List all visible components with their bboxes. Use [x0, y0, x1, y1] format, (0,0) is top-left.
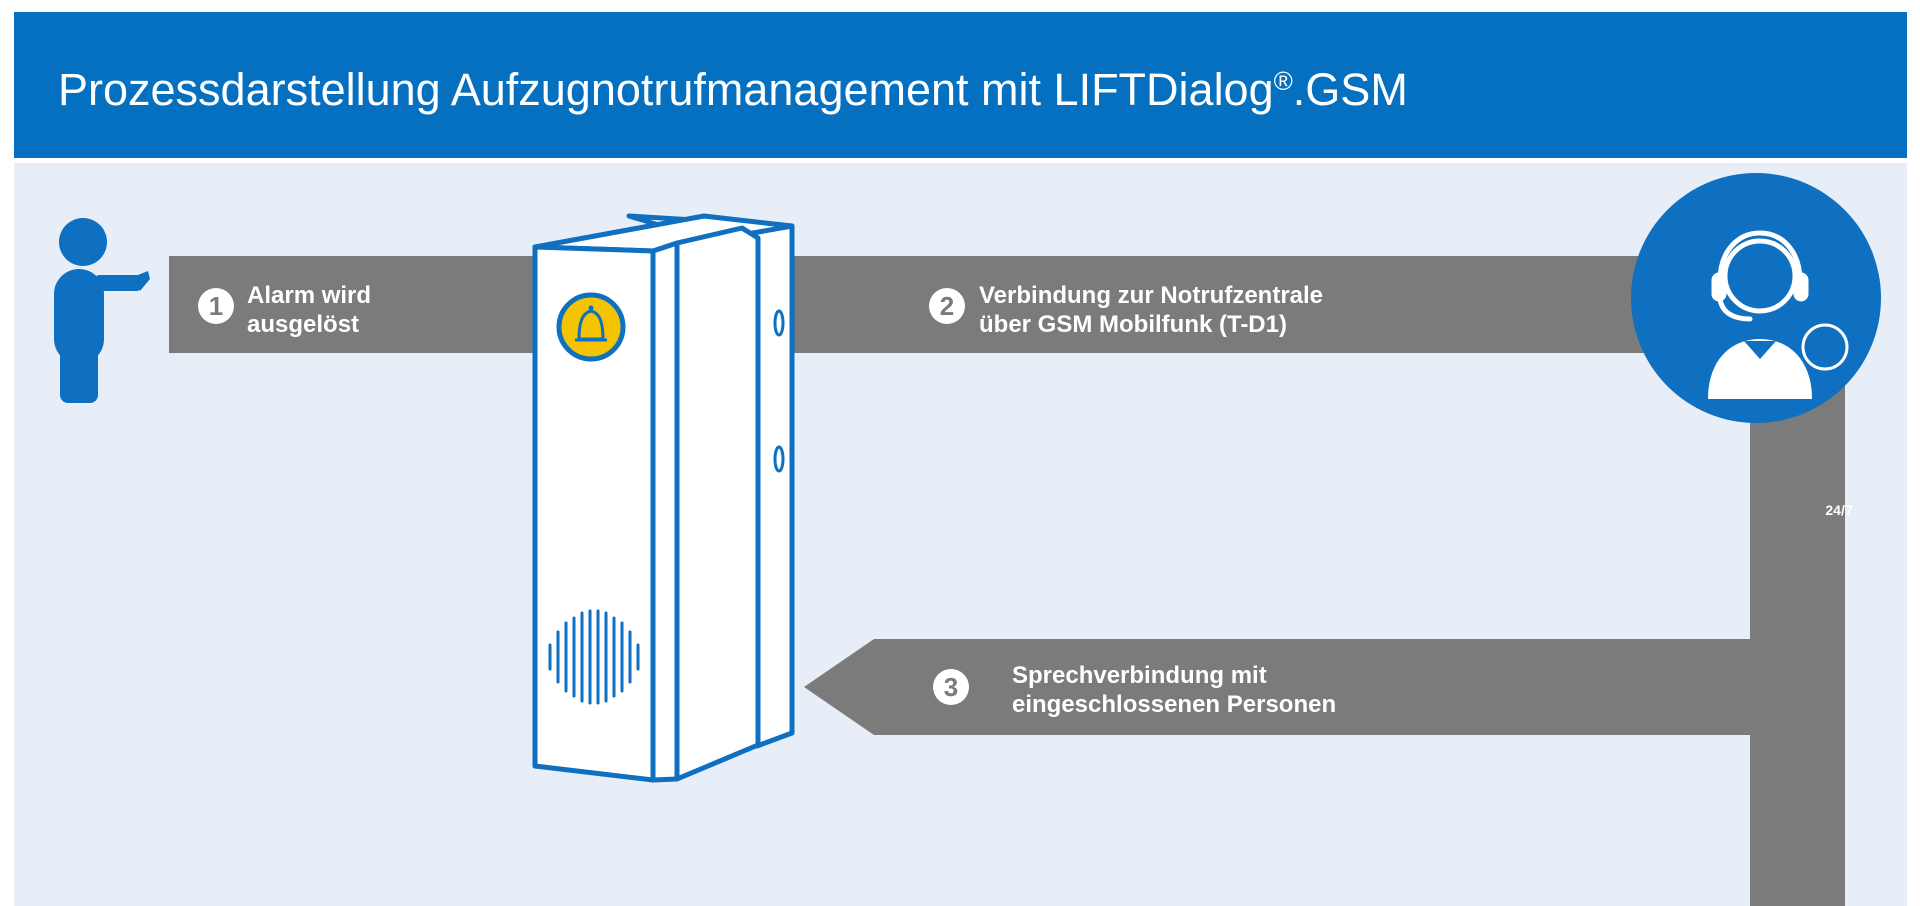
step-3-label: Sprechverbindung mit eingeschlossenen Pe…	[1012, 661, 1336, 719]
title-suffix: .GSM	[1292, 64, 1408, 115]
title-main: Prozessdarstellung Aufzugnotrufmanagemen…	[58, 64, 1274, 115]
process-diagram: 1 Alarm wird ausgelöst 2 Verbindung zur …	[14, 163, 1907, 906]
step-2-number: 2	[929, 288, 965, 324]
availability-badge: 24/7	[1825, 502, 1853, 518]
step-1-number: 1	[198, 288, 234, 324]
flow-band-return	[1750, 348, 1845, 906]
speaker-grille-icon	[548, 609, 640, 705]
step-1-line-2: ausgelöst	[247, 311, 360, 338]
step-2-label: Verbindung zur Notrufzentrale über GSM M…	[979, 281, 1323, 339]
registered-mark: ®	[1273, 66, 1293, 96]
step-3-line-1: Sprechverbindung mit	[1012, 662, 1267, 689]
headset-icon	[1711, 230, 1809, 322]
page-title: Prozessdarstellung Aufzugnotrufmanagemen…	[58, 67, 1408, 112]
step-3-line-2: eingeschlossenen Personen	[1012, 691, 1337, 718]
step-3-number: 3	[933, 669, 969, 705]
bell-icon	[556, 292, 626, 362]
diagram-graphics	[54, 173, 1881, 906]
step-1-label: Alarm wird ausgelöst	[247, 281, 371, 339]
person-icon	[54, 218, 150, 403]
step-1-line-1: Alarm wird	[247, 282, 372, 309]
flow-arrow-voice-connection	[804, 639, 1774, 735]
step-2-line-2: über GSM Mobilfunk (T-D1)	[979, 311, 1287, 338]
emergency-call-device-icon	[532, 213, 795, 783]
call-center-agent-icon	[1631, 173, 1881, 423]
step-2-line-1: Verbindung zur Notrufzentrale	[979, 282, 1324, 309]
header-bar: Prozessdarstellung Aufzugnotrufmanagemen…	[14, 12, 1907, 158]
